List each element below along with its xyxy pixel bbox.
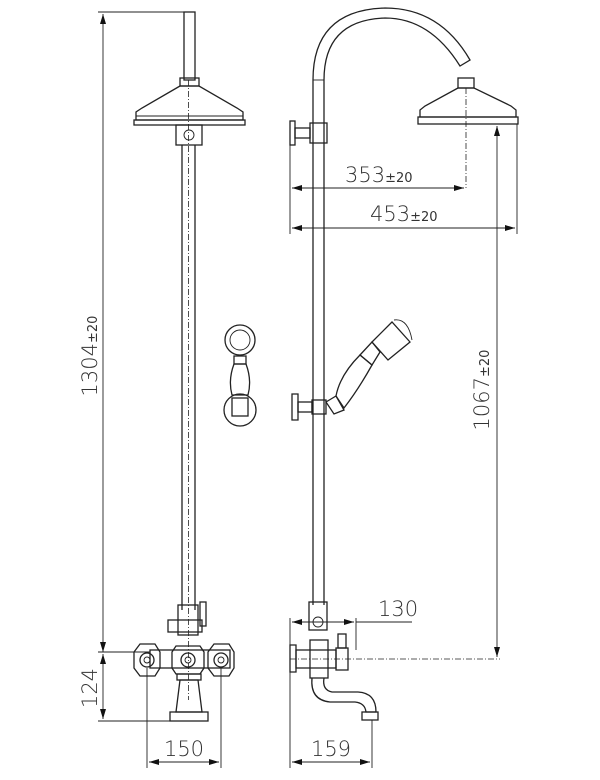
front-shower-head — [133, 85, 246, 126]
side-wall-bracket-hand — [291, 393, 327, 421]
valve-projection-value: 130 — [378, 597, 418, 621]
dimension-handle-spacing: 150 — [146, 668, 222, 768]
front-handle-right — [207, 643, 235, 677]
head-reach-value: 453 — [370, 202, 410, 226]
dimension-spout-projection: 159 — [289, 672, 373, 768]
side-spout — [311, 677, 379, 721]
side-mixer-valve — [289, 601, 500, 679]
svg-text:453±20: 453±20 — [370, 202, 438, 226]
handle-spacing-value: 150 — [164, 737, 204, 761]
dimension-total-height: 1304±20 — [78, 11, 184, 652]
side-shower-head — [417, 87, 519, 188]
arm-reach-tolerance: ±20 — [385, 171, 412, 186]
spout-height-value: 124 — [78, 668, 102, 708]
svg-text:353±20: 353±20 — [345, 163, 413, 187]
front-view: 1304±20 124 150 — [78, 11, 257, 768]
side-hand-shower — [325, 319, 413, 415]
front-shower-arm — [179, 11, 200, 87]
front-hand-shower — [223, 324, 257, 427]
front-handle-left — [133, 643, 161, 677]
front-mixer-valve — [133, 601, 235, 722]
front-handle-center — [171, 645, 205, 675]
dimension-arm-reach: 353±20 — [289, 145, 464, 234]
spout-projection-value: 159 — [311, 737, 351, 761]
head-reach-tolerance: ±20 — [410, 210, 437, 225]
front-riser-pipe — [175, 80, 203, 700]
dimension-head-reach: 453±20 — [292, 124, 518, 234]
side-view: 353±20 453±20 1067±20 130 1 — [289, 7, 519, 768]
riser-height-value: 1067 — [470, 377, 494, 430]
side-wall-bracket-top — [289, 120, 311, 146]
svg-text:1304±20: 1304±20 — [78, 316, 102, 397]
svg-text:1067±20: 1067±20 — [470, 350, 494, 431]
front-spout — [169, 673, 209, 722]
total-height-value: 1304 — [78, 343, 102, 396]
riser-height-tolerance: ±20 — [478, 350, 493, 377]
dimension-riser-height: 1067±20 — [470, 126, 500, 657]
dimension-spout-height: 124 — [78, 651, 172, 722]
total-height-tolerance: ±20 — [86, 316, 101, 343]
side-riser-pipe — [309, 80, 328, 605]
dimension-valve-projection: 130 — [289, 597, 418, 650]
arm-reach-value: 353 — [345, 163, 385, 187]
side-gooseneck-arm — [312, 7, 475, 89]
